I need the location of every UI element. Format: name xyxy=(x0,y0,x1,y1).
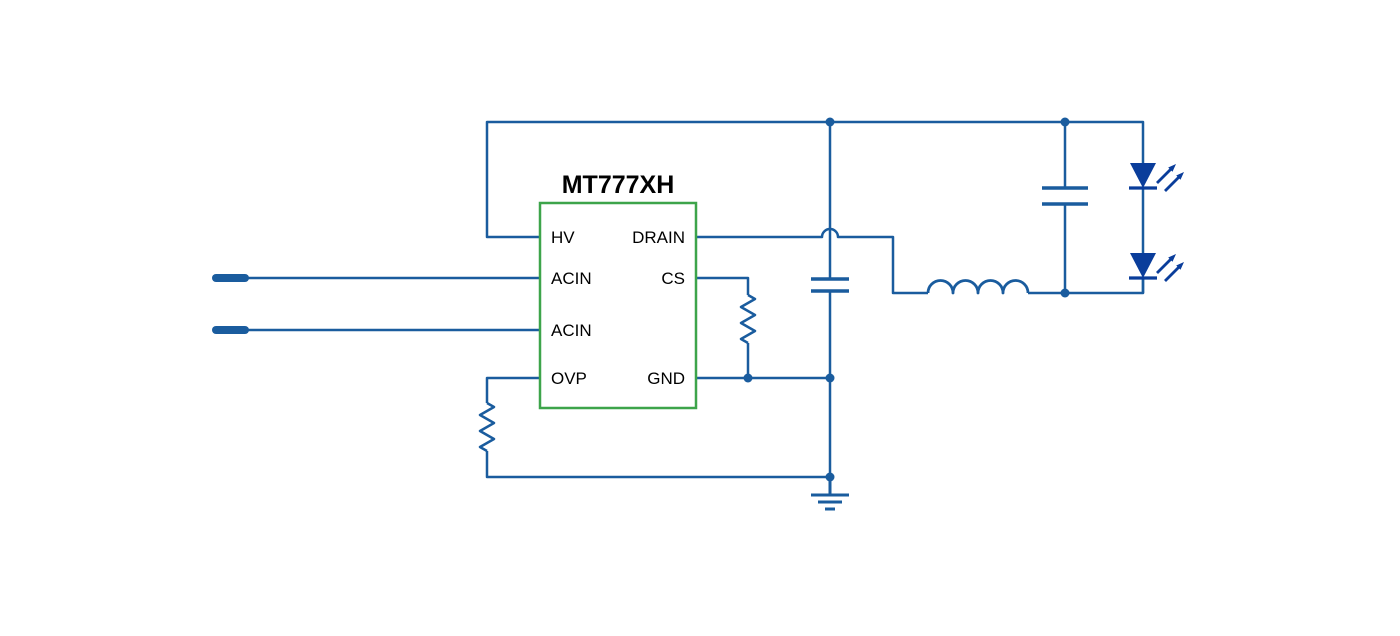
pin-label-cs: CS xyxy=(661,269,685,288)
led2-fills xyxy=(1130,253,1184,278)
pin-label-acin2: ACIN xyxy=(551,321,592,340)
labels: MT777XH HV ACIN ACIN OVP DRAIN CS GND xyxy=(551,171,685,388)
wire-cs xyxy=(696,276,750,295)
led-stack xyxy=(1129,163,1184,282)
wire-inductor-to-led xyxy=(1028,278,1145,295)
junction-dot xyxy=(743,373,753,383)
ic-body xyxy=(538,201,698,410)
capacitor2-icon xyxy=(1042,186,1088,206)
led-arrowhead xyxy=(1168,164,1176,172)
pin-label-ovp: OVP xyxy=(551,369,587,388)
cs-resistor-icon xyxy=(739,293,757,345)
ic-title: MT777XH xyxy=(562,171,675,199)
led-triangle xyxy=(1130,253,1156,278)
junction-dot xyxy=(1060,117,1070,127)
led-icon xyxy=(1129,163,1184,192)
junction-dot xyxy=(825,117,835,127)
ovp-resistor-icon xyxy=(478,401,496,453)
inductor-icon xyxy=(926,279,1030,295)
pin-label-drain: DRAIN xyxy=(632,228,685,247)
junction-dot xyxy=(1060,288,1070,298)
junction-dot xyxy=(825,373,835,383)
junction-dot xyxy=(825,472,835,482)
led-light-arrow xyxy=(1156,168,1172,184)
pin-label-hv: HV xyxy=(551,228,575,247)
ground-icon xyxy=(811,477,849,511)
led-icon xyxy=(1129,253,1184,282)
wire-ovp-left xyxy=(485,376,540,403)
pin-label-gnd: GND xyxy=(647,369,685,388)
wire-drain-with-hop xyxy=(696,227,928,295)
led-light-arrow xyxy=(1164,266,1180,282)
pin-label-acin1: ACIN xyxy=(551,269,592,288)
capacitor1-icon xyxy=(811,277,849,293)
led-arrowhead xyxy=(1168,254,1176,262)
led1-fills xyxy=(1130,163,1184,188)
junction-dots xyxy=(743,117,1070,482)
led-triangle xyxy=(1130,163,1156,188)
led-light-arrow xyxy=(1164,176,1180,192)
led-light-arrow xyxy=(1156,258,1172,274)
led-arrowhead xyxy=(1176,172,1184,180)
wire-bottom-rail xyxy=(485,451,830,479)
led-arrowhead xyxy=(1176,262,1184,270)
wire-hv-top-rail xyxy=(485,120,1145,239)
